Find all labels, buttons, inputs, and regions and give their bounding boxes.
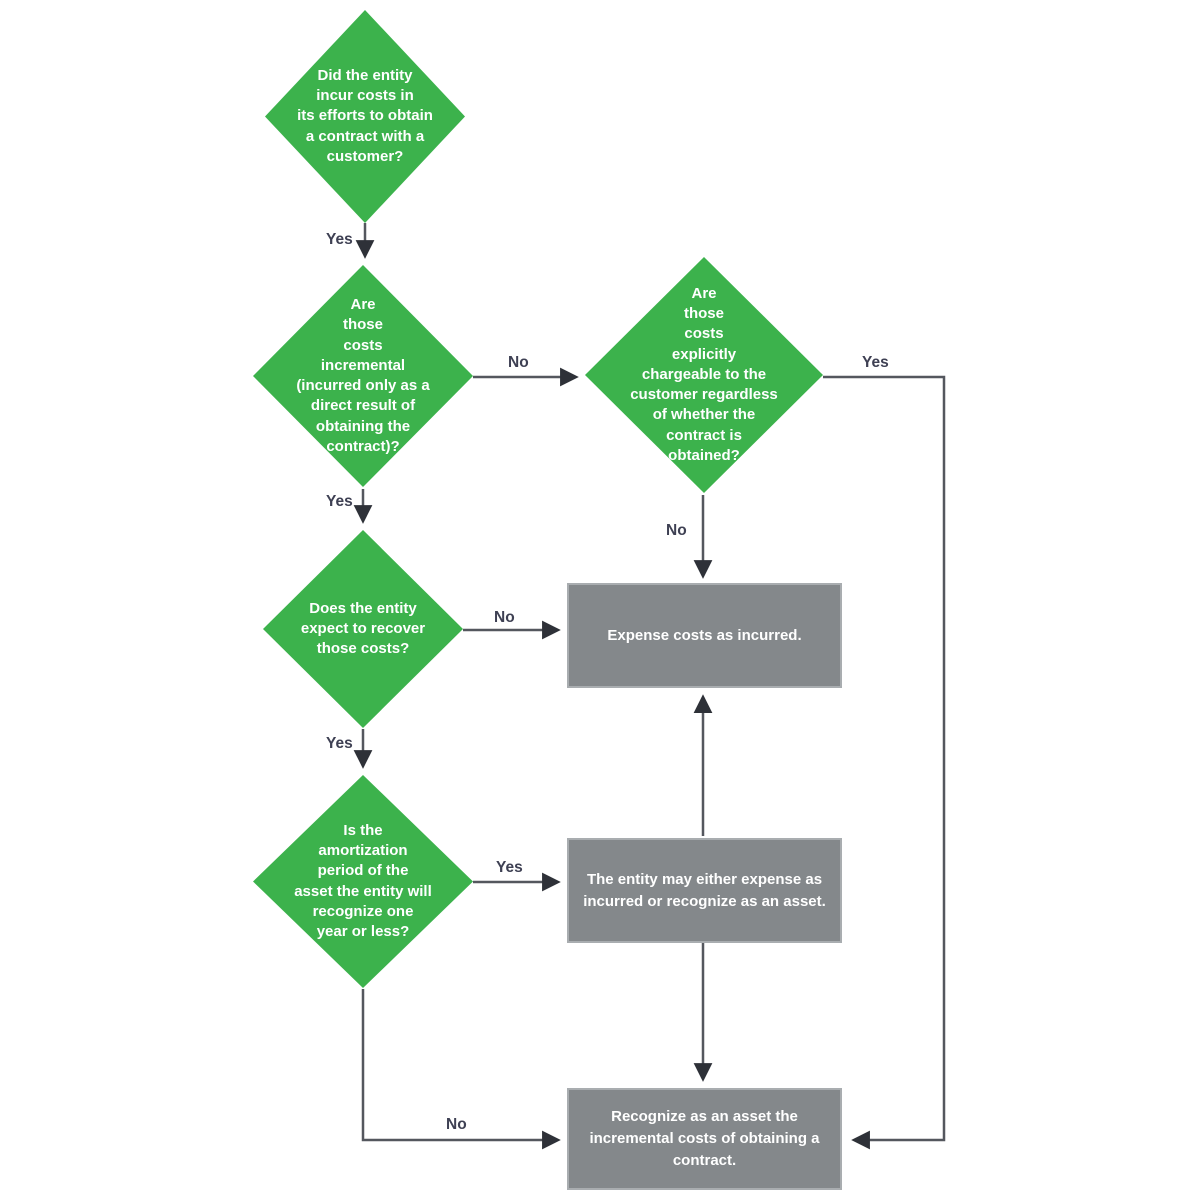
edge-label-q4-yes: Yes: [326, 735, 353, 752]
edge-label-q1-yes: Yes: [326, 231, 353, 248]
decision-expect-recover-text: Does the entity expect to recover those …: [300, 599, 426, 658]
decision-amortization-period-text: Is the amortization period of the asset …: [294, 821, 432, 940]
edge-label-q2-no: No: [508, 354, 529, 371]
edge-label-q4-no: No: [494, 609, 515, 626]
edge-label-q3-no: No: [666, 522, 687, 539]
decision-costs-incremental-text: Are those costs incremental (incurred on…: [296, 296, 430, 455]
edge-label-q5-yes: Yes: [496, 859, 523, 876]
process-either-expense-or-asset-text: The entity may either expense as incurre…: [583, 870, 826, 910]
process-expense-costs: Expense costs as incurred.: [567, 583, 842, 688]
edge-q3-to-recognize: [823, 375, 946, 1150]
decision-incur-costs-text: Did the entity incur costs in its effort…: [297, 66, 433, 165]
edge-label-q2-yes: Yes: [326, 493, 353, 510]
process-recognize-asset-text: Recognize as an asset the incremental co…: [589, 1108, 820, 1169]
process-either-expense-or-asset: The entity may either expense as incurre…: [567, 838, 842, 943]
edge-label-q3-yes: Yes: [862, 354, 889, 371]
decision-explicitly-chargeable-text: Are those costs explicitly chargeable to…: [630, 284, 778, 464]
process-recognize-asset: Recognize as an asset the incremental co…: [567, 1088, 842, 1190]
edge-label-q5-no: No: [446, 1116, 467, 1133]
edge-q5-to-recognize: [361, 989, 561, 1150]
process-expense-costs-text: Expense costs as incurred.: [607, 626, 802, 644]
